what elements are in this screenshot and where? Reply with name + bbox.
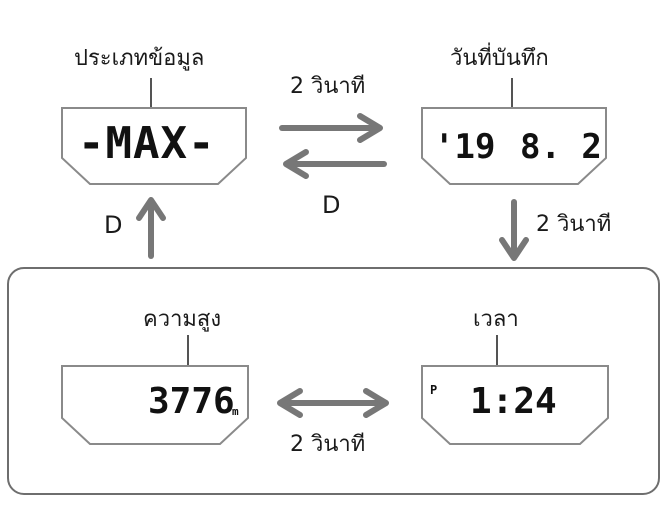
altitude-value: 3776 xyxy=(148,381,235,422)
data-type-display: -MAX- xyxy=(60,106,248,186)
record-date-display: '19 8. 2 xyxy=(420,106,608,186)
time-display: P 1:24 xyxy=(420,364,610,446)
time-value: 1:24 xyxy=(470,381,557,422)
altitude-display: 3776 m xyxy=(60,364,250,446)
time-label: เวลา xyxy=(473,307,519,332)
record-date-year: '19 xyxy=(434,127,496,167)
altitude-unit: m xyxy=(232,405,239,418)
data-type-value: -MAX- xyxy=(78,118,216,169)
arrow-left-top xyxy=(283,149,387,179)
arrow-down-right xyxy=(499,199,529,261)
record-date-label: วันที่บันทึก xyxy=(450,46,549,71)
arrow-bidirectional-bottom xyxy=(277,388,389,418)
transition-label-up-left: D xyxy=(104,211,123,239)
data-type-label: ประเภทข้อมูล xyxy=(74,46,205,71)
arrow-up-left xyxy=(136,197,166,259)
arrow-right-top xyxy=(279,113,383,143)
transition-label-top-right: 2 วินาที xyxy=(290,74,366,99)
record-date-date: 8. 2 xyxy=(520,127,602,167)
transition-label-bottom: 2 วินาที xyxy=(290,432,366,457)
bottom-group-frame xyxy=(7,267,660,495)
altitude-label: ความสูง xyxy=(143,307,222,332)
transition-label-top-left: D xyxy=(322,191,341,219)
transition-label-down-right: 2 วินาที xyxy=(536,212,612,237)
time-pm-indicator: P xyxy=(430,383,438,397)
